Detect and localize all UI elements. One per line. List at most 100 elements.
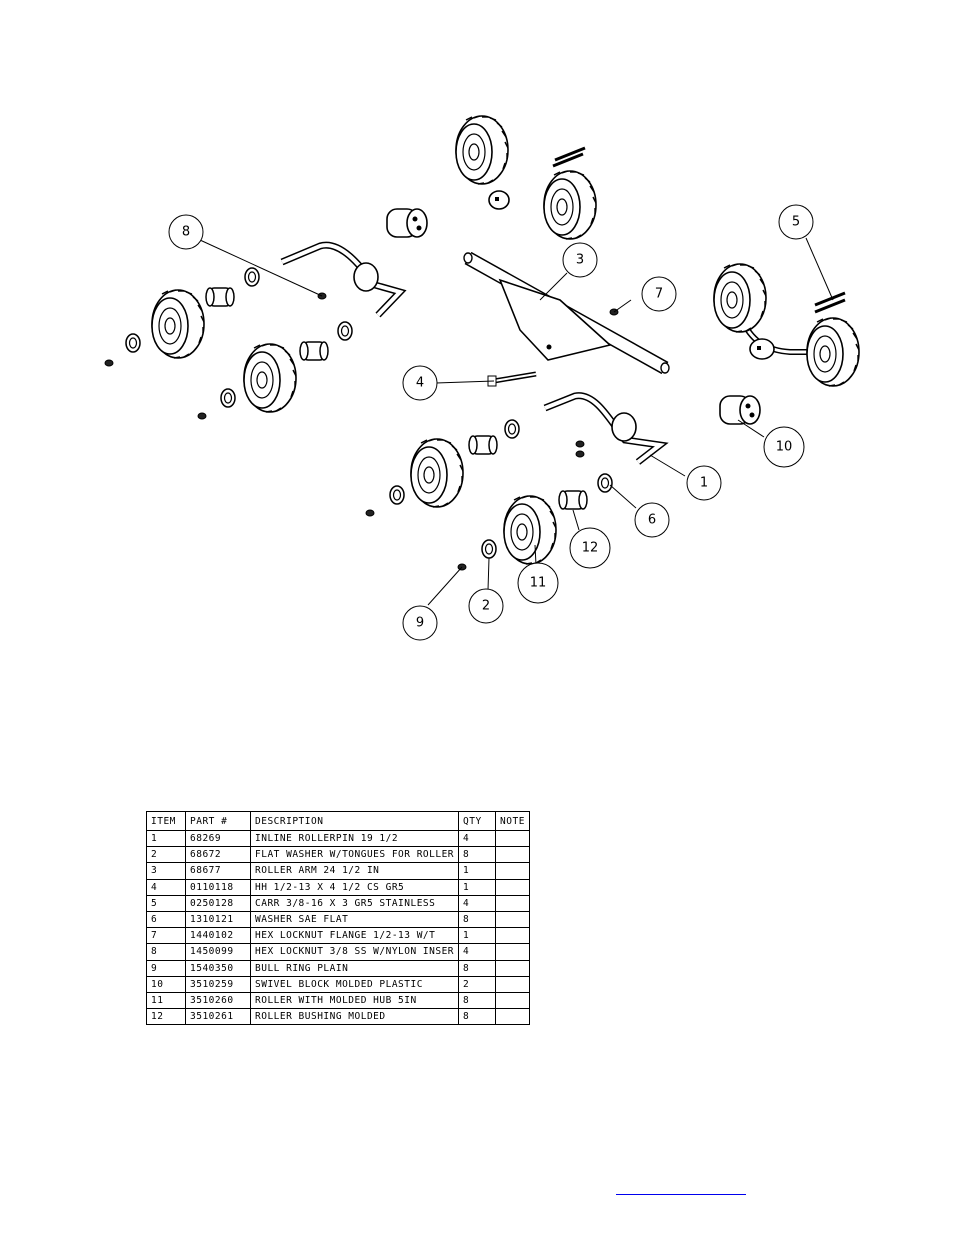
cell-note bbox=[495, 943, 530, 961]
cell-part: 0250128 bbox=[185, 894, 251, 912]
locknut-lower-2 bbox=[575, 450, 585, 458]
header-item: ITEM bbox=[146, 811, 186, 831]
left-roller-assembly-upper bbox=[104, 267, 260, 367]
hex-bolt bbox=[487, 371, 537, 387]
svg-text:3: 3 bbox=[576, 253, 584, 268]
cell-item: 3 bbox=[146, 862, 186, 880]
balloon-11: 11 bbox=[517, 562, 559, 604]
svg-text:1: 1 bbox=[700, 476, 708, 491]
cell-note bbox=[495, 829, 530, 848]
svg-text:10: 10 bbox=[776, 440, 793, 455]
cell-qty: 8 bbox=[458, 991, 497, 1010]
balloon-6: 6 bbox=[634, 502, 670, 538]
cell-note bbox=[495, 991, 530, 1010]
cell-note bbox=[495, 959, 530, 977]
cell-description: FLAT WASHER W/TONGUES FOR ROLLER bbox=[249, 846, 460, 864]
cell-description: HEX LOCKNUT FLANGE 1/2-13 W/T bbox=[249, 927, 460, 945]
cell-item: 7 bbox=[146, 927, 186, 945]
balloon-10: 10 bbox=[763, 426, 805, 468]
balloon-5: 5 bbox=[778, 204, 814, 240]
cell-part: 68269 bbox=[185, 829, 251, 848]
footer-link[interactable] bbox=[616, 1182, 746, 1195]
cell-description: HEX LOCKNUT 3/8 SS W/NYLON INSER bbox=[249, 943, 460, 961]
cell-qty: 2 bbox=[458, 975, 497, 993]
cell-item: 8 bbox=[146, 943, 186, 961]
top-roller-pair bbox=[455, 115, 597, 240]
carriage-bolts-right bbox=[814, 291, 846, 314]
cell-part: 1540350 bbox=[185, 959, 251, 977]
cell-description: ROLLER WITH MOLDED HUB 5IN bbox=[249, 991, 460, 1010]
cell-item: 4 bbox=[146, 878, 186, 896]
cell-description: SWIVEL BLOCK MOLDED PLASTIC bbox=[249, 975, 460, 993]
svg-text:7: 7 bbox=[655, 287, 663, 302]
header-qty: QTY bbox=[458, 811, 497, 831]
cell-item: 2 bbox=[146, 846, 186, 864]
cell-part: 3510261 bbox=[185, 1008, 251, 1026]
cell-description: WASHER SAE FLAT bbox=[249, 910, 460, 929]
cell-description: ROLLER BUSHING MOLDED bbox=[249, 1008, 460, 1026]
svg-text:11: 11 bbox=[530, 576, 547, 591]
cell-qty: 8 bbox=[458, 910, 497, 929]
cell-description: CARR 3/8-16 X 3 GR5 STAINLESS bbox=[249, 894, 460, 912]
carriage-bolts-top bbox=[552, 146, 586, 168]
cell-note bbox=[495, 910, 530, 929]
cell-qty: 1 bbox=[458, 878, 497, 896]
cell-qty: 8 bbox=[458, 846, 497, 864]
svg-text:4: 4 bbox=[416, 376, 424, 391]
cell-note bbox=[495, 975, 530, 993]
balloon-2: 2 bbox=[468, 588, 504, 624]
cell-note bbox=[495, 1008, 530, 1026]
cell-qty: 1 bbox=[458, 927, 497, 945]
cell-part: 0110118 bbox=[185, 878, 251, 896]
cell-item: 5 bbox=[146, 894, 186, 912]
cell-item: 9 bbox=[146, 959, 186, 977]
header-note: NOTE bbox=[495, 811, 530, 831]
cell-qty: 4 bbox=[458, 829, 497, 848]
table-header-row: ITEM PART # DESCRIPTION QTY NOTE bbox=[146, 811, 530, 831]
cell-note bbox=[495, 927, 530, 945]
cell-item: 12 bbox=[146, 1008, 186, 1026]
header-description: DESCRIPTION bbox=[249, 811, 460, 831]
svg-text:5: 5 bbox=[792, 215, 800, 230]
header-part: PART # bbox=[185, 811, 251, 831]
lower-roller-assembly-left bbox=[365, 419, 520, 517]
right-roller-pair bbox=[713, 263, 860, 387]
balloon-12: 12 bbox=[569, 527, 611, 569]
main-roller-arm bbox=[463, 251, 670, 375]
cell-note bbox=[495, 862, 530, 880]
cell-description: INLINE ROLLERPIN 19 1/2 bbox=[249, 829, 460, 848]
svg-text:6: 6 bbox=[648, 513, 656, 528]
balloon-4: 4 bbox=[402, 365, 438, 401]
cell-description: BULL RING PLAIN bbox=[249, 959, 460, 977]
left-roller-assembly-lower bbox=[197, 321, 353, 420]
cell-item: 1 bbox=[146, 829, 186, 848]
swivel-block-left bbox=[386, 208, 428, 238]
cell-item: 11 bbox=[146, 991, 186, 1010]
cell-description: HH 1/2-13 X 4 1/2 CS GR5 bbox=[249, 878, 460, 896]
cell-part: 3510260 bbox=[185, 991, 251, 1010]
cell-qty: 8 bbox=[458, 1008, 497, 1026]
rollerpin-left bbox=[280, 241, 407, 318]
cell-part: 3510259 bbox=[185, 975, 251, 993]
cell-part: 1440102 bbox=[185, 927, 251, 945]
leader-lines bbox=[199, 237, 834, 606]
locknut-lower bbox=[575, 440, 585, 448]
svg-text:9: 9 bbox=[416, 616, 424, 631]
svg-text:2: 2 bbox=[482, 599, 490, 614]
svg-text:12: 12 bbox=[582, 541, 599, 556]
cell-qty: 8 bbox=[458, 959, 497, 977]
cell-note bbox=[495, 846, 530, 864]
cell-part: 1310121 bbox=[185, 910, 251, 929]
